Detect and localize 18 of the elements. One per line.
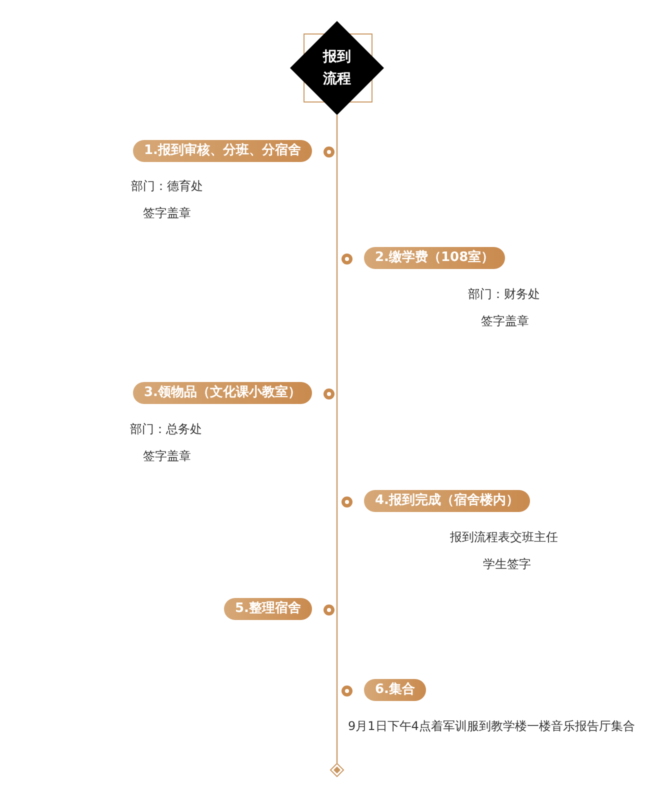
step-note: 部门：财务处	[468, 286, 540, 302]
timeline-line	[336, 115, 338, 763]
step-note: 9月1日下午4点着军训服到教学楼一楼音乐报告厅集合	[348, 718, 635, 734]
step-note: 签字盖章	[143, 448, 191, 464]
step-note: 部门：总务处	[130, 421, 202, 437]
title-text: 报到流程	[323, 48, 351, 89]
step-pill: 1.报到审核、分班、分宿舍	[133, 140, 312, 162]
step-note: 报到流程表交班主任	[450, 529, 558, 545]
title-diamond	[290, 21, 384, 115]
step-pill: 6.集合	[364, 679, 426, 701]
step-note: 学生签字	[483, 556, 531, 572]
step-note: 部门：德育处	[131, 178, 203, 194]
step-pill: 5.整理宿舍	[224, 598, 312, 620]
step-note: 签字盖章	[143, 205, 191, 221]
step-pill: 2.缴学费（108室）	[364, 247, 506, 269]
step-note: 签字盖章	[481, 313, 529, 329]
step-pill: 4.报到完成（宿舍楼内）	[364, 490, 530, 512]
step-pill: 3.领物品（文化课小教室）	[133, 382, 312, 404]
